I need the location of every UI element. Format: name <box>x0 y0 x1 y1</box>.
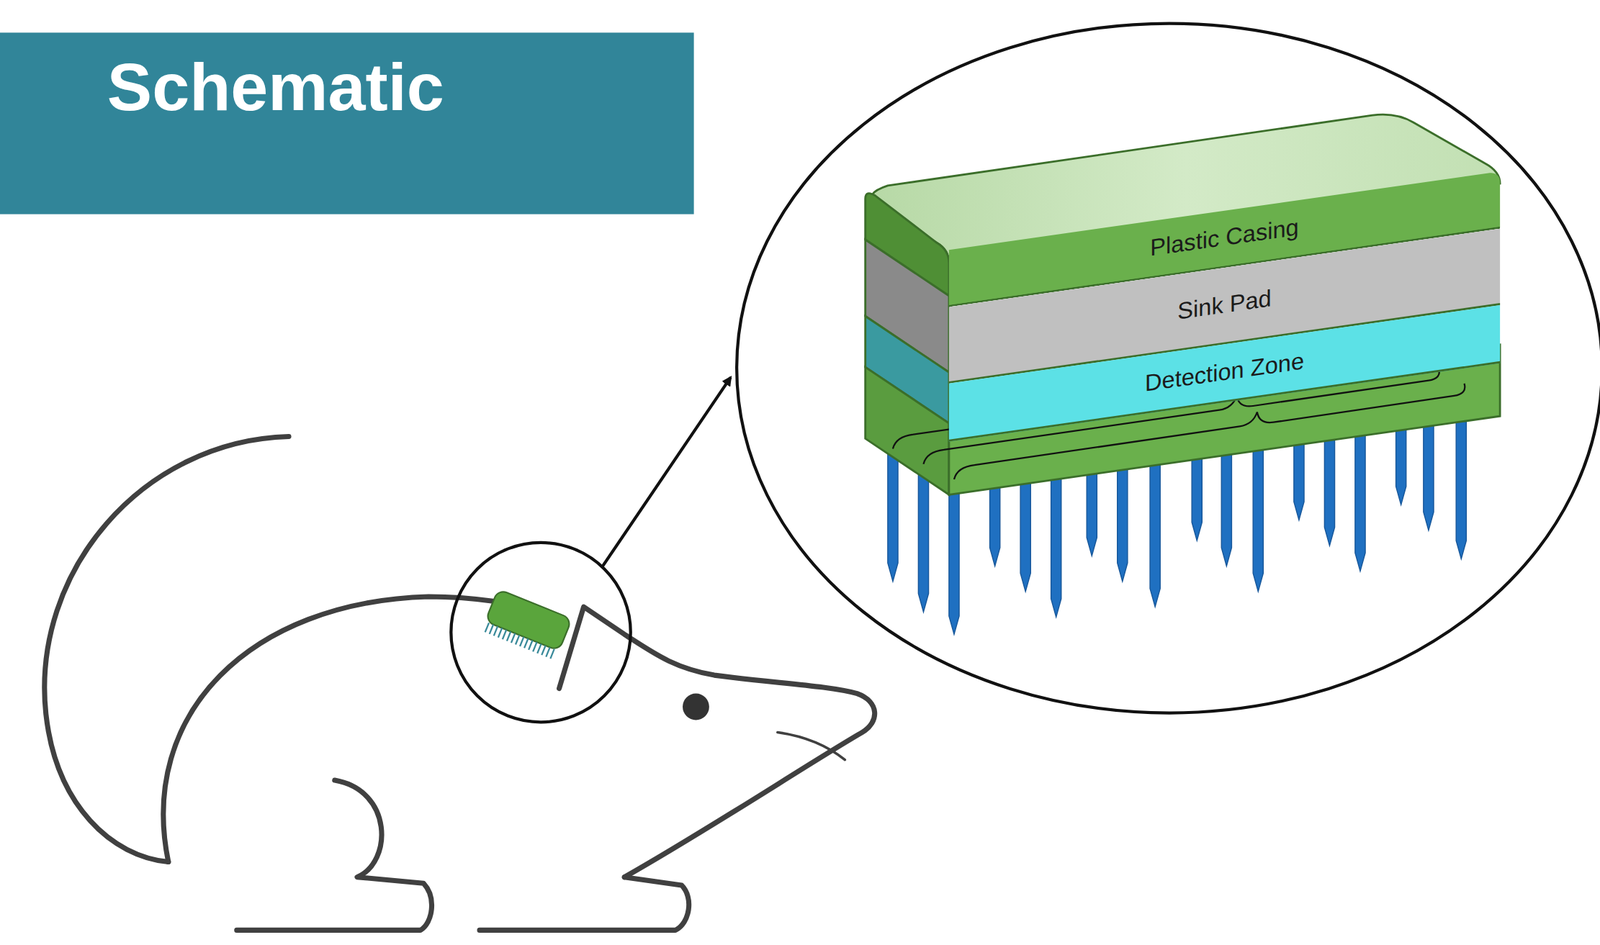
mini-device <box>481 589 572 662</box>
zoom-arrow <box>601 377 731 568</box>
mini-needle <box>519 637 524 647</box>
mouse-whisker <box>777 732 846 760</box>
mini-needle <box>493 626 498 636</box>
mouse-front-foot <box>479 877 690 932</box>
mouse-hind-leg <box>236 780 433 931</box>
mini-needle <box>545 647 550 657</box>
mini-device-body <box>485 589 573 652</box>
mini-needle <box>537 644 541 654</box>
zoom-circle <box>450 542 631 723</box>
mini-needle <box>524 638 528 649</box>
mini-needle <box>532 642 537 652</box>
layer-label: Plastic Casing <box>1149 213 1300 263</box>
zoom-ellipse <box>736 23 1600 714</box>
mini-needle <box>502 630 507 640</box>
mini-needle <box>528 640 533 651</box>
mini-needle <box>506 632 511 642</box>
layer-label: Sink Pad <box>1177 284 1271 326</box>
mouse-head <box>559 607 875 878</box>
mini-needle <box>550 649 554 659</box>
layer-label: Detection Zone <box>1144 347 1305 398</box>
mouse-eye <box>682 694 710 721</box>
title: Schematic <box>107 53 445 121</box>
mini-needle <box>541 645 546 656</box>
mini-needles <box>485 622 555 659</box>
mini-needle <box>511 633 515 644</box>
mini-needle <box>485 622 489 633</box>
mouse-outline <box>44 437 875 932</box>
mini-needle <box>515 635 520 645</box>
mini-needle <box>489 625 494 635</box>
mini-needle <box>498 628 502 638</box>
mouse-back <box>163 596 560 862</box>
